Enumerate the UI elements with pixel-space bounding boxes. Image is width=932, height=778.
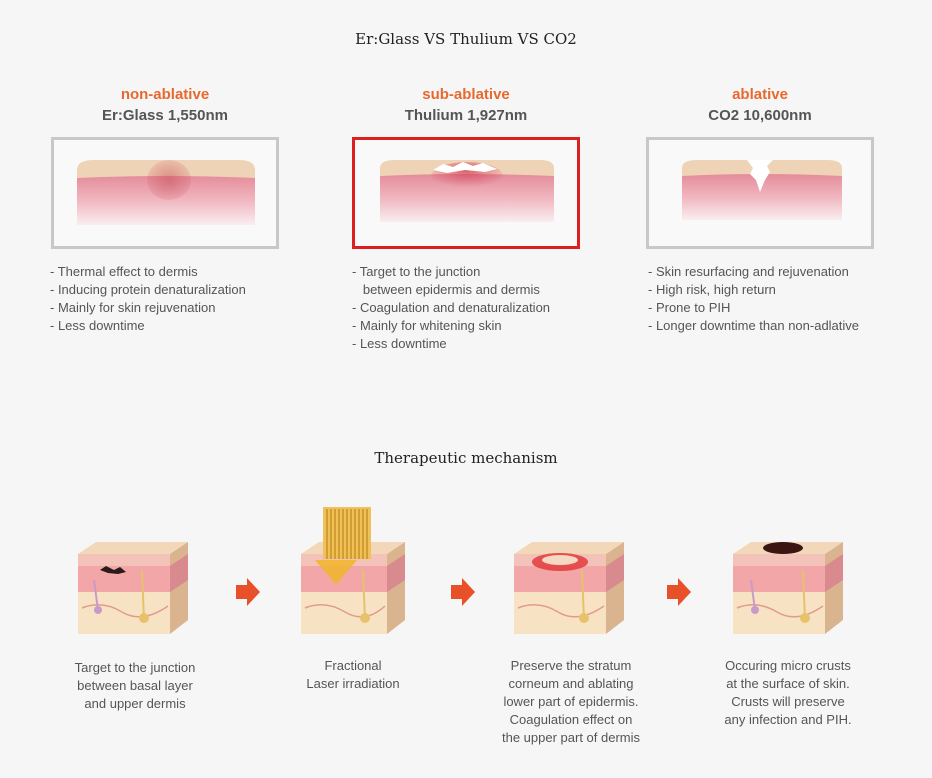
skin-layer-illustration [380, 160, 554, 222]
column-laser-name: Thulium 1,927nm [404, 107, 528, 124]
bullet-item: - Target to the junction [352, 264, 481, 279]
skin-layer-illustration [682, 160, 842, 220]
bullet-item: - Longer downtime than non-adlative [648, 318, 860, 333]
bullet-item: - Thermal effect to dermis [50, 264, 198, 279]
ablation-crater-icon [747, 160, 773, 192]
arrow-right-icon [236, 578, 260, 606]
column-er-glass: non-ablative Er:Glass 1,550nm [45, 85, 285, 127]
column-laser-name: Er:Glass 1,550nm [102, 107, 228, 124]
skin-diagram-sub-ablative [352, 137, 580, 249]
column-bullet-list: - Target to the junction between epiderm… [352, 263, 550, 353]
comparison-title: Er:Glass VS Thulium VS CO2 [355, 30, 577, 48]
bullet-item: - Less downtime [352, 336, 447, 351]
step-caption: Preserve the stratum corneum and ablatin… [501, 658, 641, 745]
step-caption: Occuring micro crusts at the surface of … [724, 658, 852, 727]
column-bullet-list: - Skin resurfacing and rejuvenation - Hi… [648, 263, 859, 335]
skin-diagram-ablative [646, 137, 874, 249]
bullet-item: - Mainly for whitening skin [352, 318, 502, 333]
mechanism-title: Therapeutic mechanism [374, 449, 558, 467]
skin-block-junction-icon [78, 542, 188, 634]
skin-diagram-non-ablative [51, 137, 279, 249]
column-type-label: non-ablative [120, 86, 210, 103]
bullet-item: - Coagulation and denaturalization [352, 300, 551, 315]
skin-block-laser-icon [301, 507, 405, 634]
skin-block-coagulation-icon [514, 542, 624, 634]
bullet-item: - Mainly for skin rejuvenation [50, 300, 216, 315]
column-type-label: ablative [732, 86, 788, 103]
bullet-item: between epidermis and dermis [352, 282, 540, 297]
ablated-surface-icon [433, 162, 497, 173]
skin-block-crust-icon [733, 542, 843, 634]
step-caption: Fractional Laser irradiation [306, 658, 400, 691]
bullet-item: - Prone to PIH [648, 300, 731, 315]
skin-layer-illustration [77, 160, 255, 225]
arrow-right-icon [451, 578, 475, 606]
column-type-label: sub-ablative [422, 86, 510, 103]
column-co2: ablative CO2 10,600nm [640, 85, 880, 127]
thermal-zone-icon [147, 160, 191, 200]
bullet-item: - Less downtime [50, 318, 145, 333]
arrow-right-icon [667, 578, 691, 606]
step-caption: Target to the junction between basal lay… [74, 660, 196, 711]
bullet-item: - Skin resurfacing and rejuvenation [648, 264, 849, 279]
column-laser-name: CO2 10,600nm [708, 107, 812, 124]
bullet-item: - Inducing protein denaturalization [50, 282, 246, 297]
column-thulium: sub-ablative Thulium 1,927nm [346, 85, 586, 127]
bullet-item: - High risk, high return [648, 282, 776, 297]
column-bullet-list: - Thermal effect to dermis - Inducing pr… [50, 263, 246, 335]
